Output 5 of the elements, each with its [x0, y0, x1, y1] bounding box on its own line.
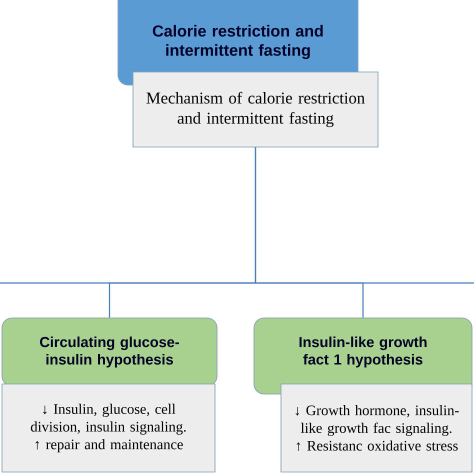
connector-line: [254, 147, 364, 318]
text-box: ↓ Insulin, glucose, cell division, insulin signaling. ↑ repair and maintenance: [2, 384, 216, 472]
heading-box: Circulating glucose- insulin hypothesis: [2, 318, 218, 386]
text-box: ↓ Growth hormone, insulin-like growth fac signaling. ↑ Resistanc oxidative stress: [280, 384, 472, 472]
text-box: Mechanism of calorie restriction and intermittent fasting: [132, 72, 378, 148]
